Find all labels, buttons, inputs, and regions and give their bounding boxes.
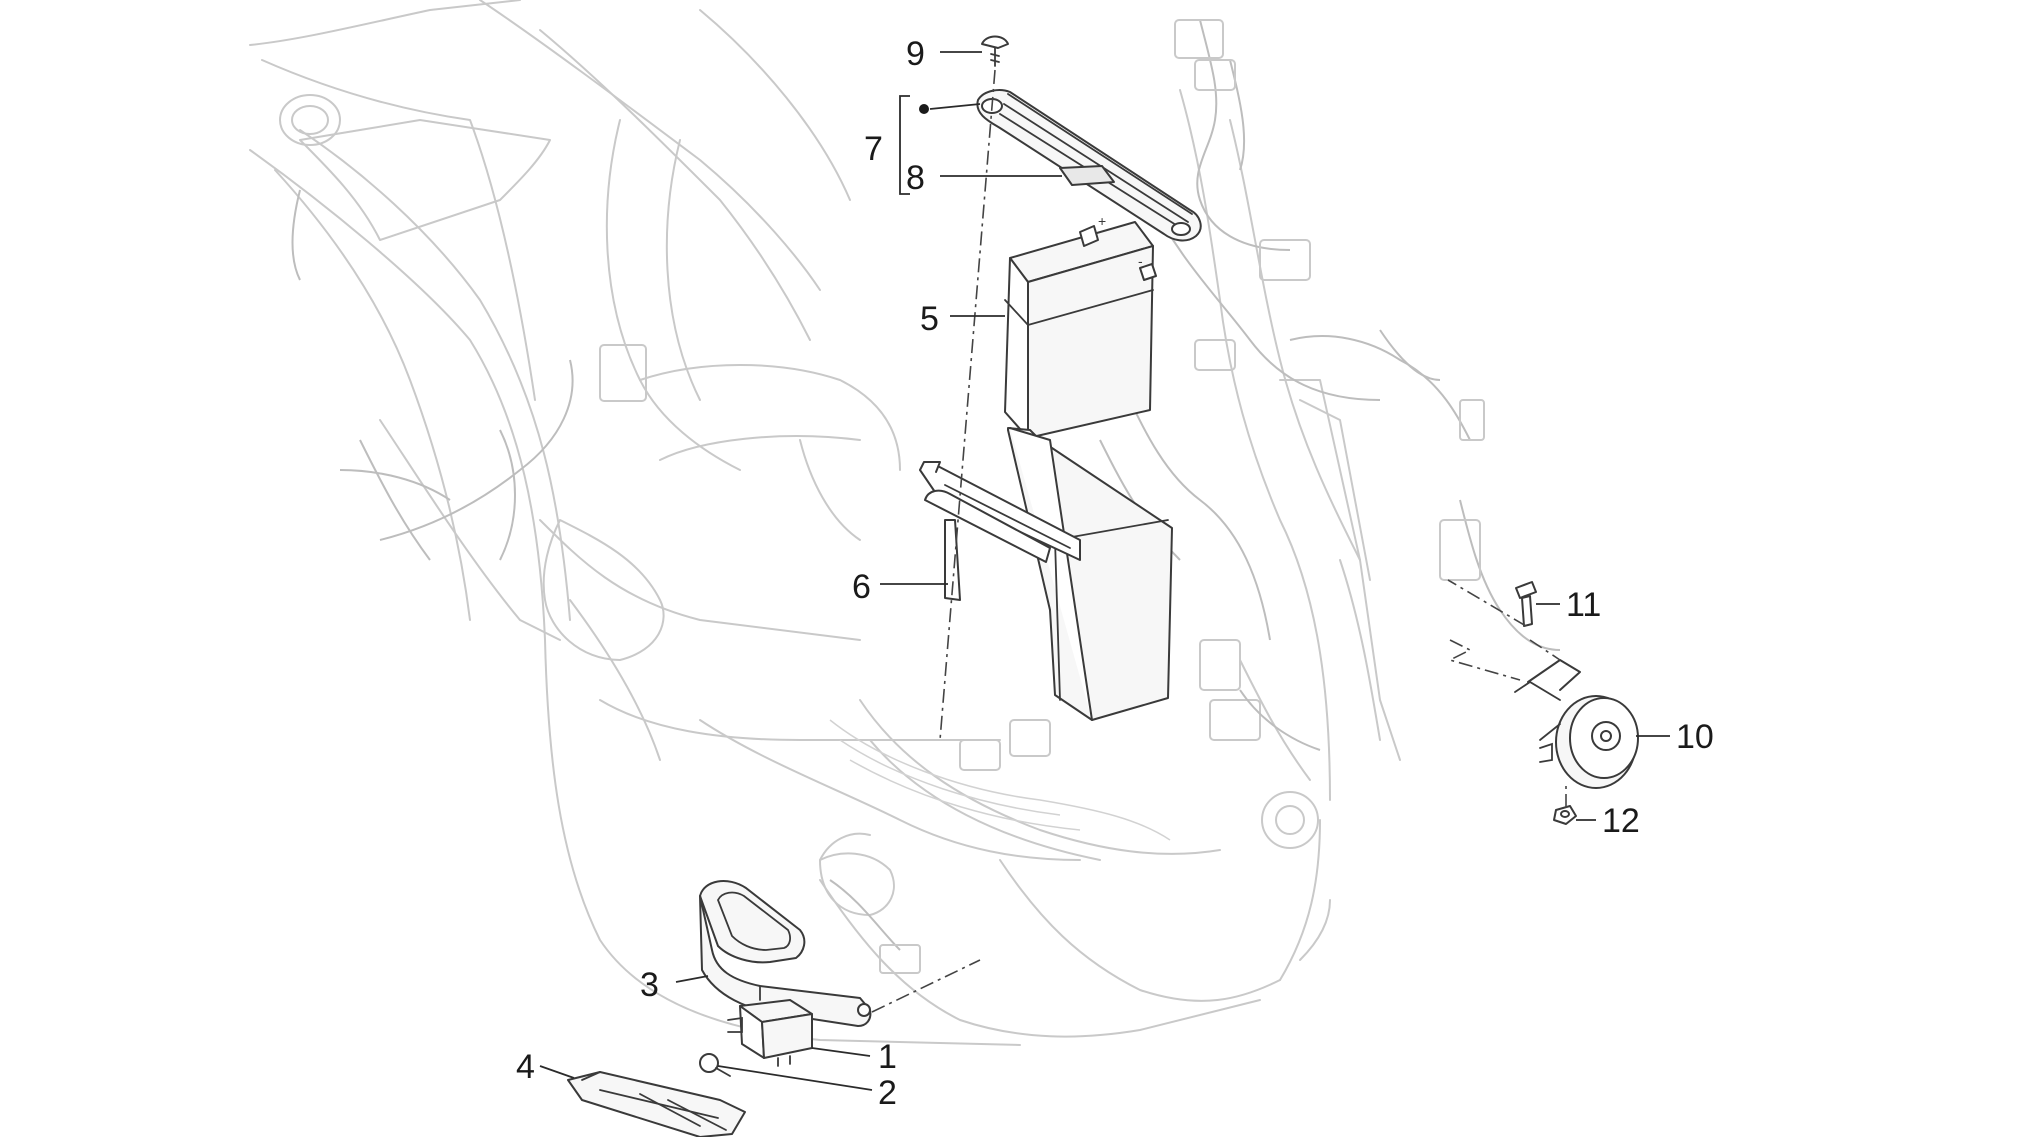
part-5-battery: + - [1004, 213, 1157, 439]
part-12-nut [1553, 805, 1577, 825]
callout-7: 7 [864, 130, 883, 168]
callout-9: 9 [906, 35, 925, 73]
part-10-horn [1514, 659, 1639, 789]
callout-1: 1 [878, 1038, 897, 1076]
battery-positive-terminal: + [1098, 213, 1106, 229]
leader-lines [539, 51, 1670, 1091]
callout-11: 11 [1566, 586, 1601, 624]
callout-3: 3 [640, 966, 659, 1004]
part-3-bracket [699, 880, 872, 1027]
callout-6: 6 [852, 568, 871, 606]
part-6-battery-box [919, 427, 1173, 721]
wiring-harness [291, 19, 1561, 974]
callout-labels: 9 7 8 5 6 3 1 2 4 10 11 12 [516, 35, 1714, 1112]
assembly-lines [871, 69, 1567, 1013]
part-7-battery-bracket [976, 89, 1202, 242]
battery-negative-terminal: - [1138, 253, 1143, 269]
bracket-marker-dot [919, 104, 929, 114]
part-1-relay [727, 999, 813, 1067]
callout-2: 2 [878, 1074, 897, 1112]
callout-4: 4 [516, 1048, 535, 1086]
callout-10: 10 [1676, 718, 1714, 756]
scooter-frame-outline [249, 0, 1401, 1046]
part-4-cover [567, 1071, 746, 1137]
part-8-pad [1059, 165, 1115, 186]
part-2-screw [699, 1053, 731, 1077]
callout-8: 8 [906, 159, 925, 197]
callout-5: 5 [920, 300, 939, 338]
part-9-screw [981, 35, 1009, 67]
part-11-bolt [1515, 581, 1537, 627]
callout-12: 12 [1602, 802, 1640, 840]
